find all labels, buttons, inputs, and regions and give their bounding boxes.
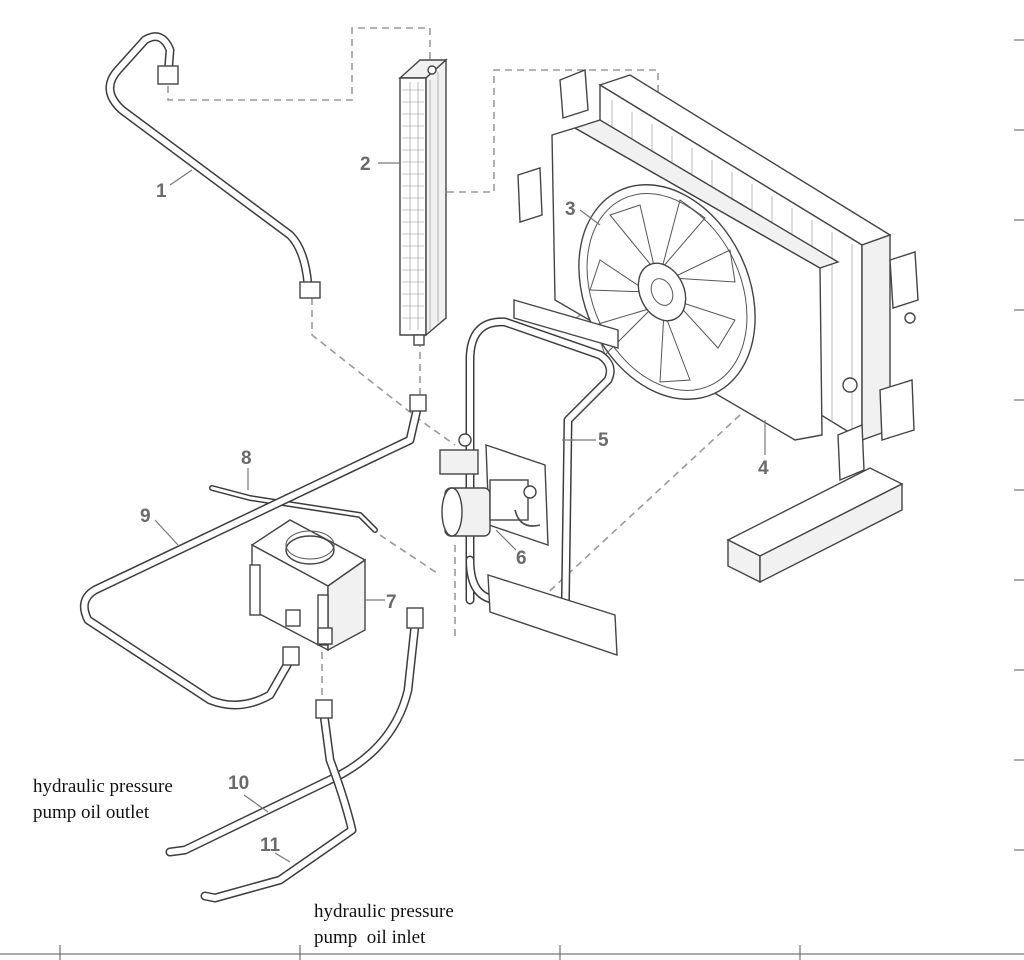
part-8-tank-strap bbox=[209, 485, 378, 533]
callout-9: 9 bbox=[140, 506, 151, 527]
callout-3: 3 bbox=[565, 199, 576, 220]
callout-10: 10 bbox=[228, 773, 249, 794]
part-10-outlet-hose bbox=[165, 607, 424, 857]
callout-7: 7 bbox=[386, 592, 397, 613]
callout-5: 5 bbox=[598, 430, 609, 451]
part-6-motor-valve bbox=[439, 433, 549, 546]
port-annotations: hydraulic pressure pump oil outlet hydra… bbox=[33, 776, 454, 948]
page-edge-ticks bbox=[0, 39, 1024, 960]
callout-2: 2 bbox=[360, 154, 371, 175]
part-1-upper-hose bbox=[105, 32, 321, 299]
callout-8: 8 bbox=[241, 448, 252, 469]
inlet-annotation-line-1: hydraulic pressure bbox=[314, 901, 454, 922]
callout-11: 11 bbox=[260, 835, 281, 856]
part-11-inlet-hose bbox=[200, 699, 357, 903]
outlet-annotation-line-1: hydraulic pressure bbox=[33, 776, 173, 797]
callout-labels: 1 2 3 4 5 6 7 8 9 10 11 bbox=[140, 154, 769, 856]
part-2-oil-cooler bbox=[398, 58, 448, 346]
callout-6: 6 bbox=[516, 548, 527, 569]
part-7-oil-tank bbox=[249, 519, 367, 652]
part-9-return-pipe bbox=[79, 394, 427, 710]
inlet-annotation-line-2: pump oil inlet bbox=[314, 927, 426, 948]
outlet-annotation-line-2: pump oil outlet bbox=[33, 802, 150, 823]
callout-4: 4 bbox=[758, 458, 769, 479]
callout-leaders bbox=[154, 162, 766, 863]
part-3-fan-shroud bbox=[551, 119, 840, 441]
callout-1: 1 bbox=[156, 181, 167, 202]
part-5-tube-frame bbox=[465, 299, 619, 656]
